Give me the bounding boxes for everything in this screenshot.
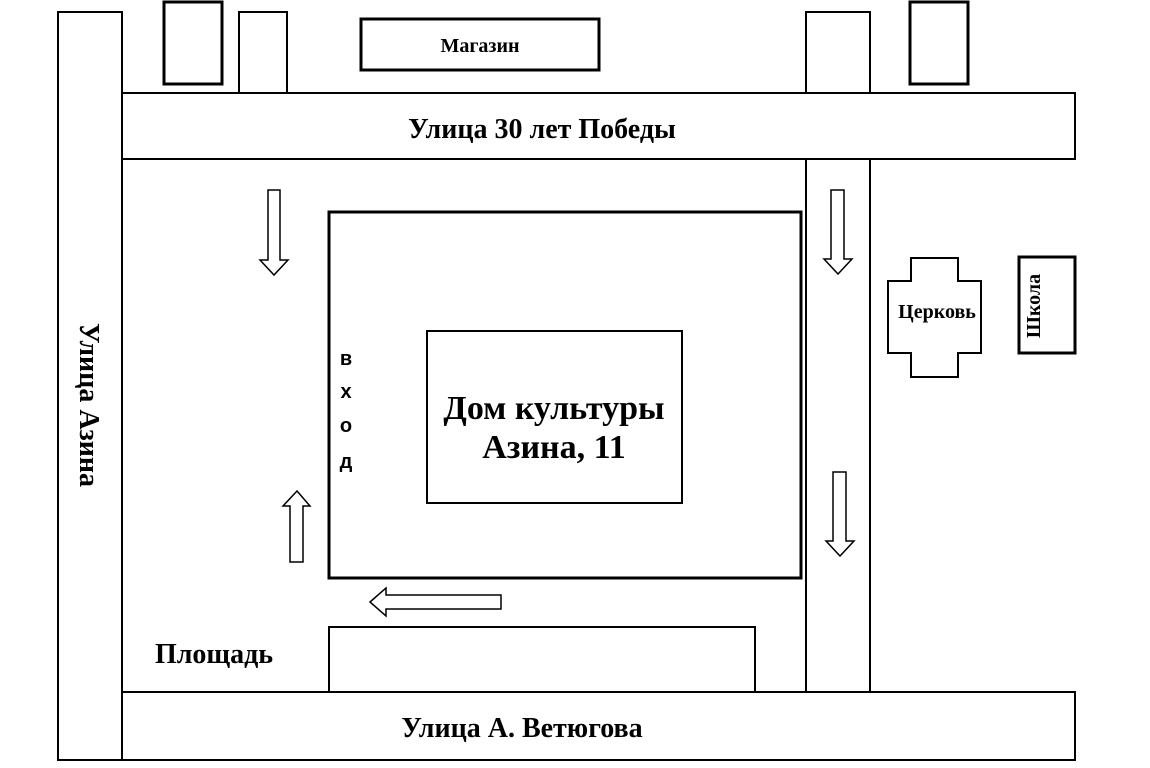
arrow-up-icon bbox=[281, 489, 312, 563]
square-label: Площадь bbox=[155, 639, 273, 670]
entrance-letter: в bbox=[340, 348, 352, 370]
square-building bbox=[328, 626, 756, 693]
street-top-label: Улица 30 лет Победы bbox=[408, 114, 676, 145]
shop-building bbox=[359, 17, 601, 72]
street-left-label: Улица Азина bbox=[73, 323, 104, 487]
entrance-letter: д bbox=[340, 451, 353, 473]
church-building bbox=[887, 257, 982, 378]
culture-house-building bbox=[426, 330, 683, 504]
culture-house-title: Дом культуры bbox=[443, 390, 664, 427]
arrow-left-icon bbox=[368, 586, 502, 618]
arrow-down-icon bbox=[824, 471, 856, 558]
arrow-down-icon bbox=[258, 189, 290, 277]
school-label: Школа bbox=[1023, 274, 1045, 338]
street-bottom-label: Улица А. Ветюгова bbox=[401, 713, 642, 744]
church-label: Церковь bbox=[898, 301, 976, 323]
shop-label: Магазин bbox=[440, 35, 519, 57]
entrance-letter: х bbox=[340, 381, 351, 403]
school-building bbox=[1017, 255, 1077, 355]
arrow-down-icon bbox=[822, 189, 854, 276]
building-top-2 bbox=[238, 11, 288, 94]
culture-house-address: Азина, 11 bbox=[482, 429, 626, 466]
building-top-1 bbox=[162, 0, 224, 86]
entrance-letter: о bbox=[340, 415, 352, 437]
building-top-right bbox=[908, 0, 970, 86]
street-bottom bbox=[121, 691, 1076, 761]
street-top bbox=[121, 92, 1076, 160]
